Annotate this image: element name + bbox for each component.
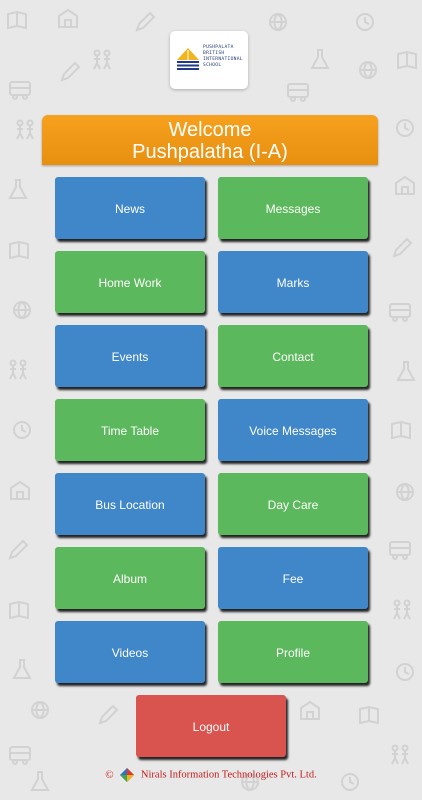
news-button[interactable]: News [55,177,205,239]
voice-messages-button[interactable]: Voice Messages [218,399,368,461]
logout-button[interactable]: Logout [136,695,286,757]
footer-credit: © Nirals Information Technologies Pvt. L… [0,768,422,786]
welcome-banner: Welcome Pushpalatha (I-A) [42,115,378,165]
contact-button[interactable]: Contact [218,325,368,387]
school-name-line: BRITISH [203,51,225,56]
school-name-line: PUSHPALATA [203,45,234,50]
school-name-line: INTERNATIONAL [203,57,243,62]
book-emblem-icon [177,48,199,70]
school-name: PUSHPALATA BRITISH INTERNATIONAL SCHOOL [203,45,243,69]
school-logo: PUSHPALATA BRITISH INTERNATIONAL SCHOOL [170,31,248,89]
album-button[interactable]: Album [55,547,205,609]
marks-button[interactable]: Marks [218,251,368,313]
fee-button[interactable]: Fee [218,547,368,609]
day-care-button[interactable]: Day Care [218,473,368,535]
copyright-symbol: © [105,769,114,781]
welcome-student-name: Pushpalatha (I-A) [132,141,288,163]
company-name: Nirals Information Technologies Pvt. Ltd… [140,769,317,781]
bus-location-button[interactable]: Bus Location [55,473,205,535]
videos-button[interactable]: Videos [55,621,205,683]
nirals-logo-icon [120,768,135,782]
timetable-button[interactable]: Time Table [55,399,205,461]
messages-button[interactable]: Messages [218,177,368,239]
events-button[interactable]: Events [55,325,205,387]
profile-button[interactable]: Profile [218,621,368,683]
homework-button[interactable]: Home Work [55,251,205,313]
school-name-line: SCHOOL [203,63,222,68]
welcome-title: Welcome [168,119,252,141]
